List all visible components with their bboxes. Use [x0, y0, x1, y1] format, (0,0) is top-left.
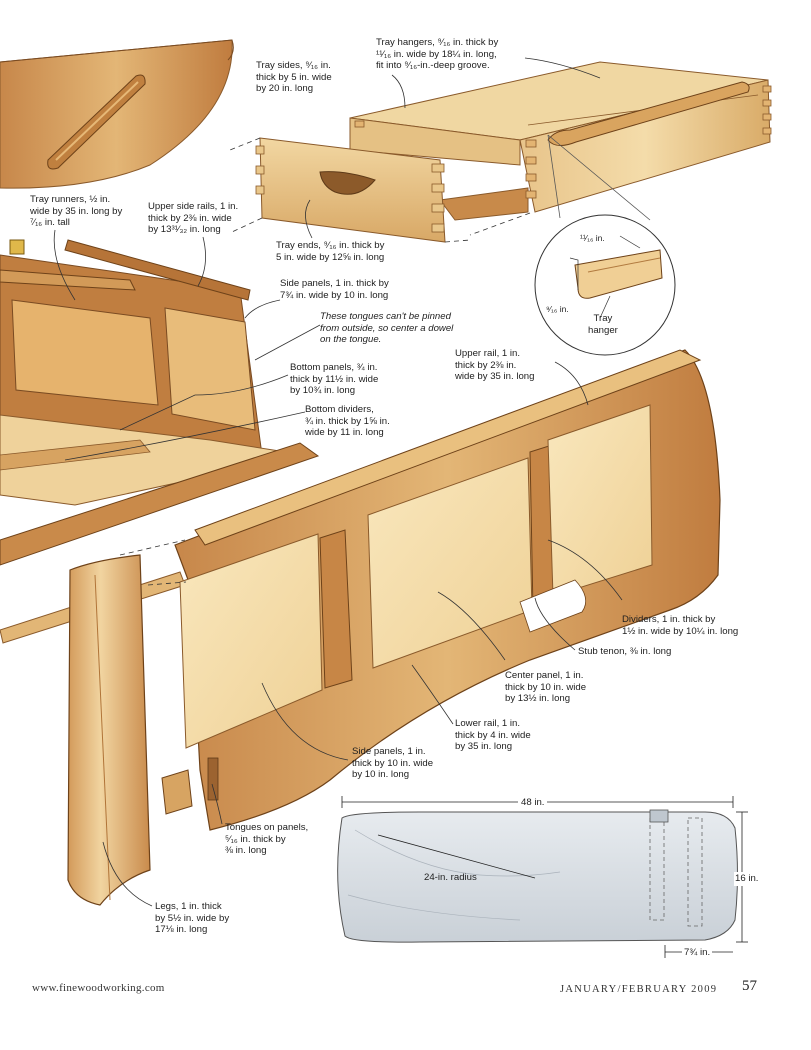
footer-url[interactable]: www.finewoodworking.com	[32, 982, 165, 994]
lid-radius-label: 24-in. radius	[424, 872, 477, 883]
lid-plan-view	[337, 796, 748, 958]
tray	[229, 61, 772, 243]
page-number: 57	[742, 978, 757, 994]
label-upper-rail: Upper rail, 1 in.thick by 2⅜ in.wide by …	[455, 348, 535, 382]
lid-fragment	[0, 39, 234, 189]
label-bottom-dividers: Bottom dividers,¾ in. thick by 1⅝ in.wid…	[305, 404, 390, 438]
label-bottom-panels: Bottom panels, ¾ in.thick by 11½ in. wid…	[290, 362, 379, 396]
lid-offset-dim: 7¾ in.	[682, 947, 713, 959]
leg	[67, 554, 151, 906]
label-tray-runners: Tray runners, ½ in.wide by 35 in. long b…	[30, 194, 123, 228]
label-upper-side-rails: Upper side rails, 1 in.thick by 2⅜ in. w…	[148, 201, 239, 235]
detail-dim-side: ⁹⁄₁₆ in.	[546, 304, 569, 314]
label-stub-tenon: Stub tenon, ⅜ in. long	[578, 646, 672, 657]
footer-issue: JANUARY/FEBRUARY 2009	[560, 984, 718, 995]
front-assembly	[119, 349, 721, 831]
tray-hanger-detail	[534, 134, 676, 356]
leader-lines	[53, 57, 623, 907]
lid-depth-dim: 16 in.	[734, 872, 760, 886]
detail-dim-top: ¹¹⁄₁₆ in.	[580, 233, 605, 243]
tray-runner-on-lid	[47, 74, 146, 170]
lid-width-dim: 48 in.	[518, 797, 548, 809]
